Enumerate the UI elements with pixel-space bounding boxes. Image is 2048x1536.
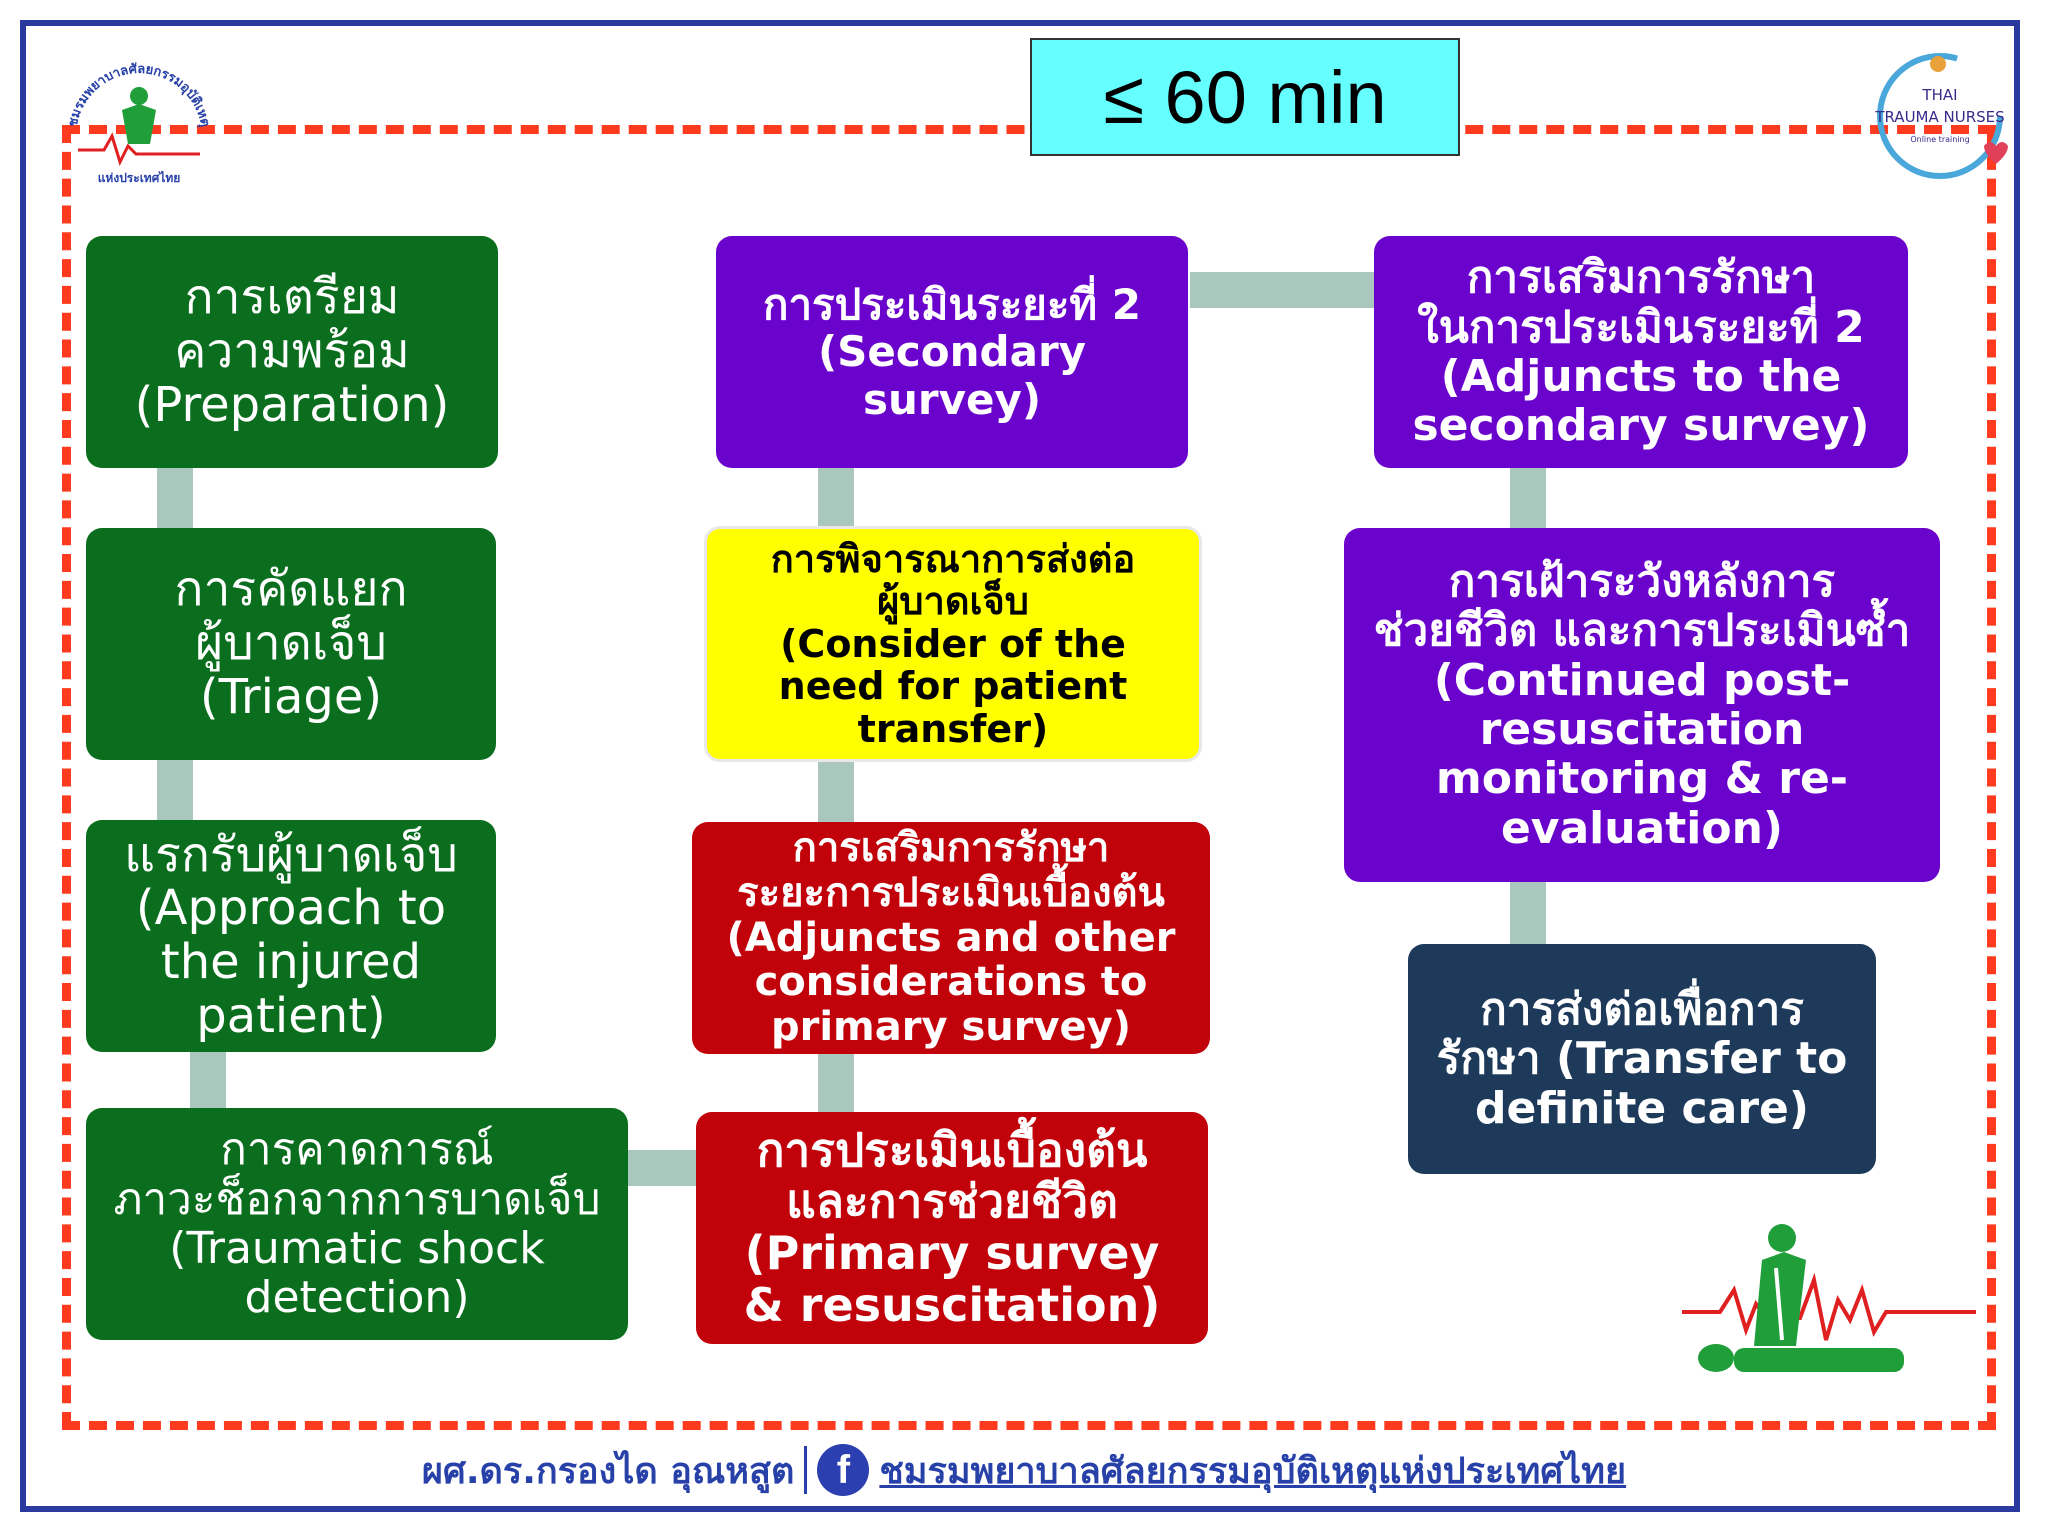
club-logo-bottom-text: แห่งประเทศไทย <box>98 170 181 185</box>
connector-monitoring-definite <box>1510 882 1546 944</box>
dashed-frame <box>62 125 1996 1430</box>
box-consider-transfer: การพิจารณาการส่งต่อ ผู้บาดเจ็บ (Consider… <box>704 526 1202 762</box>
thai-trauma-nurses-logo: THAI TRAUMA NURSES Online training <box>1860 38 2020 188</box>
connector-approach-shock <box>190 1052 226 1110</box>
box-approach: แรกรับผู้บาดเจ็บ (Approach to the injure… <box>86 820 496 1052</box>
club-logo-icon: ชมรมพยาบาลศัลยกรรมอุบัติเหตุ แห่งประเทศไ… <box>66 62 213 185</box>
box-monitoring: การเฝ้าระวังหลังการ ช่วยชีวิต และการประเ… <box>1344 528 1940 882</box>
title-text: ≤ 60 min <box>1103 55 1387 139</box>
box-shock-detection: การคาดการณ์ ภาวะช็อกจากการบาดเจ็บ (Traum… <box>86 1108 628 1340</box>
footer-club-link[interactable]: ชมรมพยาบาลศัลยกรรมอุบัติเหตุแห่งประเทศไท… <box>879 1450 1627 1492</box>
connector-transfer-secondary <box>818 466 854 528</box>
box-adjuncts-secondary: การเสริมการรักษา ในการประเมินระยะที่ 2 (… <box>1374 236 1908 468</box>
footer: ผศ.ดร.กรองได อุณหสูต f ชมรมพยาบาลศัลยกรร… <box>0 1440 2048 1500</box>
connector-adjuncts2-monitoring <box>1510 466 1546 528</box>
connector-primary-adjuncts <box>818 1052 854 1114</box>
logo-right-line2: TRAUMA NURSES <box>1874 108 2004 126</box>
box-primary-survey: การประเมินเบื้องต้น และการช่วยชีวิต (Pri… <box>696 1112 1208 1344</box>
connector-triage-approach <box>157 760 193 822</box>
box-triage: การคัดแยก ผู้บาดเจ็บ (Triage) <box>86 528 496 760</box>
outer-frame <box>20 20 2020 1512</box>
cpr-figure-icon <box>1680 1220 1980 1380</box>
facebook-icon[interactable]: f <box>817 1444 870 1496</box>
box-secondary-survey: การประเมินระยะที่ 2 (Secondary survey) <box>716 236 1188 468</box>
footer-author: ผศ.ดร.กรองได อุณหสูต <box>421 1450 795 1492</box>
heart-icon <box>1984 142 2008 164</box>
logo-right-line1: THAI <box>1921 86 1957 104</box>
connector-adjuncts-transfer <box>818 762 854 824</box>
footer-separator <box>804 1446 808 1494</box>
connector-shock-primary <box>628 1150 698 1186</box>
thai-trauma-nurses-logo-icon: THAI TRAUMA NURSES Online training <box>1874 53 2008 179</box>
box-definite-care: การส่งต่อเพื่อการ รักษา (Transfer to def… <box>1408 944 1876 1174</box>
facebook-glyph: f <box>836 1447 851 1492</box>
club-logo: ชมรมพยาบาลศัลยกรรมอุบัติเหตุ แห่งประเทศไ… <box>64 58 214 188</box>
logo-right-line3: Online training <box>1910 135 1969 144</box>
heartbeat-icon <box>1682 1272 1976 1341</box>
title-box: ≤ 60 min <box>1030 38 1460 156</box>
connector-prep-triage <box>157 466 193 528</box>
box-preparation: การเตรียม ความพร้อม (Preparation) <box>86 236 498 468</box>
box-adjuncts-primary: การเสริมการรักษา ระยะการประเมินเบื้องต้น… <box>692 822 1210 1054</box>
connector-secondary-adjuncts2 <box>1190 272 1376 308</box>
